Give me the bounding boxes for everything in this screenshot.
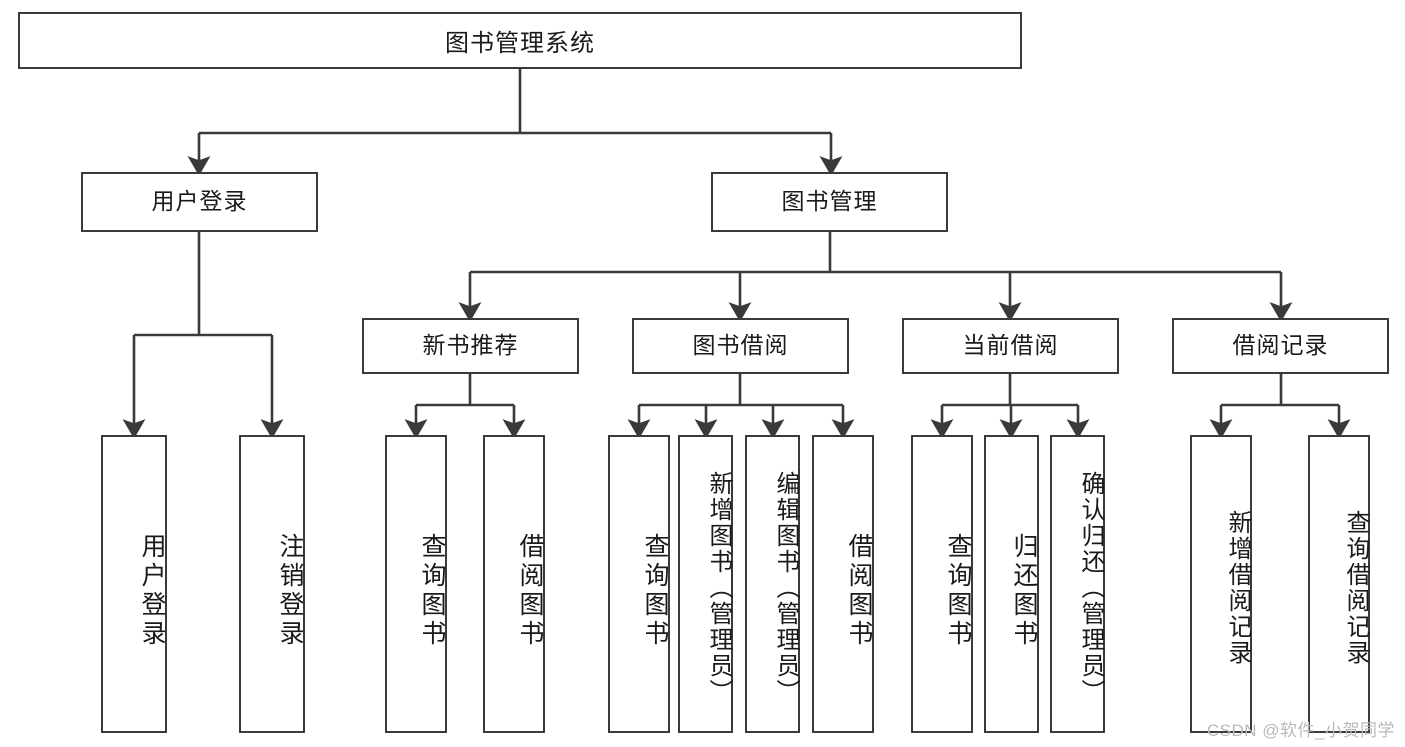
leaf-borrow-query-book[interactable]: 查询图书 <box>608 435 670 733</box>
leaf-borrow-add-book-admin[interactable]: 新增图书（管理员） <box>678 435 733 733</box>
node-root-system[interactable]: 图书管理系统 <box>18 12 1022 69</box>
node-user-login[interactable]: 用户登录 <box>81 172 318 232</box>
leaf-records-add-record[interactable]: 新增借阅记录 <box>1190 435 1252 733</box>
leaf-newbook-query-book[interactable]: 查询图书 <box>385 435 447 733</box>
leaf-current-confirm-return-admin[interactable]: 确认归还（管理员） <box>1050 435 1105 733</box>
leaf-borrow-lend-book[interactable]: 借阅图书 <box>812 435 874 733</box>
leaf-records-query-record[interactable]: 查询借阅记录 <box>1308 435 1370 733</box>
leaf-user-login[interactable]: 用户登录 <box>101 435 167 733</box>
csdn-watermark: CSDN @软件_小贺同学 <box>1206 721 1395 740</box>
leaf-borrow-edit-book-admin[interactable]: 编辑图书（管理员） <box>745 435 800 733</box>
leaf-user-logout[interactable]: 注销登录 <box>239 435 305 733</box>
node-current-borrow[interactable]: 当前借阅 <box>902 318 1119 374</box>
leaf-current-query-book[interactable]: 查询图书 <box>911 435 973 733</box>
leaf-current-return-book[interactable]: 归还图书 <box>984 435 1039 733</box>
leaf-newbook-borrow-book[interactable]: 借阅图书 <box>483 435 545 733</box>
node-borrow-records[interactable]: 借阅记录 <box>1172 318 1389 374</box>
node-new-book-recommend[interactable]: 新书推荐 <box>362 318 579 374</box>
node-book-management[interactable]: 图书管理 <box>711 172 948 232</box>
node-book-borrow[interactable]: 图书借阅 <box>632 318 849 374</box>
